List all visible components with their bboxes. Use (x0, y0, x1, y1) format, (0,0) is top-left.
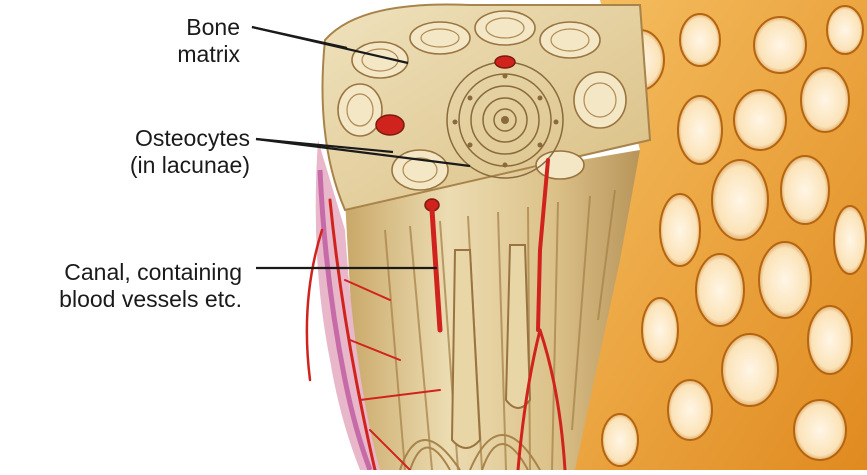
label-bone-matrix: Bone matrix (130, 14, 240, 68)
label-canal-line2: blood vessels etc. (0, 286, 242, 313)
label-bone-matrix-line2: matrix (130, 41, 240, 68)
label-osteocytes-line1: Osteocytes (60, 125, 250, 152)
label-canal: Canal, containing blood vessels etc. (0, 259, 242, 313)
label-canal-line1: Canal, containing (0, 259, 242, 286)
label-bone-matrix-line1: Bone (130, 14, 240, 41)
label-osteocytes: Osteocytes (in lacunae) (60, 125, 250, 179)
label-osteocytes-line2: (in lacunae) (60, 152, 250, 179)
